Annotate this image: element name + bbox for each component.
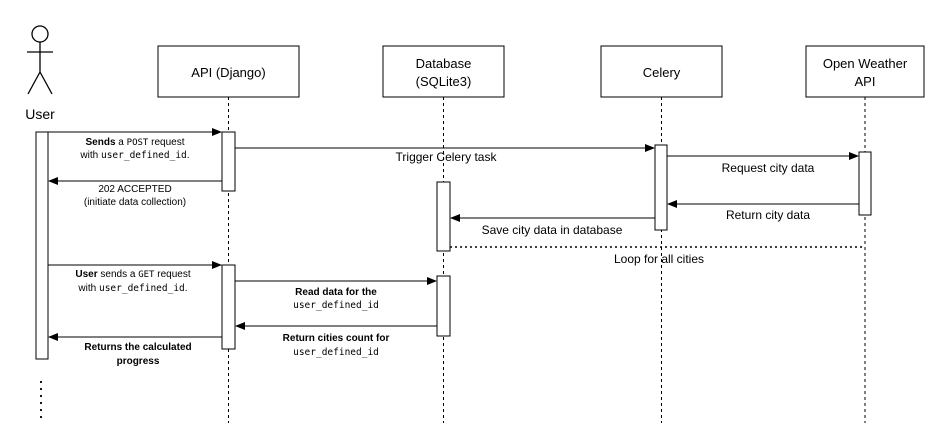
label-get-id: user_defined_id	[99, 283, 185, 294]
label-get-dot: .	[185, 283, 188, 294]
participant-api: API (Django)	[157, 45, 300, 98]
participant-database-label-line2: (SQLite3)	[416, 74, 472, 89]
label-post-method: POST	[127, 138, 149, 148]
label-returns-progress-line1: Returns the calculated	[84, 342, 191, 353]
label-trigger-celery-task: Trigger Celery task	[396, 150, 498, 164]
user-actor: User	[25, 25, 55, 122]
activation-api-2	[221, 264, 236, 350]
label-202-accepted-line1: 202 ACCEPTED	[98, 184, 171, 195]
label-post-dot: .	[187, 150, 190, 161]
label-get-request-line1: User sends a GET request	[75, 269, 190, 280]
label-loop-all-cities: Loop for all cities	[614, 252, 704, 266]
label-post-request-line2: with user_defined_id.	[79, 150, 189, 161]
user-label: User	[25, 106, 55, 122]
label-read-data-line1: Read data for the	[295, 287, 377, 298]
label-get-with: with	[77, 283, 99, 294]
label-post-request-line1: Sends a POST request	[86, 137, 185, 148]
label-get-method: GET	[138, 270, 155, 280]
participant-open-weather-api: Open Weather API	[805, 45, 925, 98]
user-continuation-dots	[39, 380, 43, 419]
label-get-sends-a: sends a	[98, 269, 139, 280]
label-post-sends: Sends	[86, 137, 116, 148]
activation-user	[35, 131, 49, 360]
label-post-with: with	[79, 150, 101, 161]
label-request-city-data: Request city data	[722, 161, 815, 175]
label-202-accepted-line2: (initiate data collection)	[84, 197, 186, 208]
stick-figure-icon	[27, 25, 53, 95]
participant-celery: Celery	[600, 45, 723, 98]
activation-celery	[654, 144, 668, 231]
label-read-data-line2: user_defined_id	[293, 300, 379, 311]
label-post-request-word: request	[148, 137, 184, 148]
activation-database-1	[436, 181, 451, 252]
participant-database: Database (SQLite3)	[382, 45, 505, 98]
label-get-request-word: request	[154, 269, 190, 280]
label-post-id: user_defined_id	[101, 150, 187, 161]
label-get-request-line2: with user_defined_id.	[77, 283, 187, 294]
label-return-cities-count-line2: user_defined_id	[293, 347, 379, 358]
activation-api-1	[221, 131, 236, 192]
activation-open-weather	[858, 151, 872, 216]
label-return-cities-count-line1: Return cities count for	[283, 333, 390, 344]
participant-database-label-line1: Database	[416, 56, 472, 71]
label-returns-progress-line2: progress	[117, 356, 160, 367]
label-save-city-data: Save city data in database	[482, 223, 623, 237]
participant-celery-label: Celery	[643, 65, 681, 80]
participant-open-weather-label-line1: Open Weather	[823, 56, 908, 71]
label-get-user: User	[75, 269, 97, 280]
participant-api-label: API (Django)	[191, 65, 265, 80]
label-return-city-data: Return city data	[726, 208, 810, 222]
participant-open-weather-label-line2: API	[855, 74, 876, 89]
activation-database-2	[436, 275, 451, 337]
label-post-a: a	[116, 137, 127, 148]
